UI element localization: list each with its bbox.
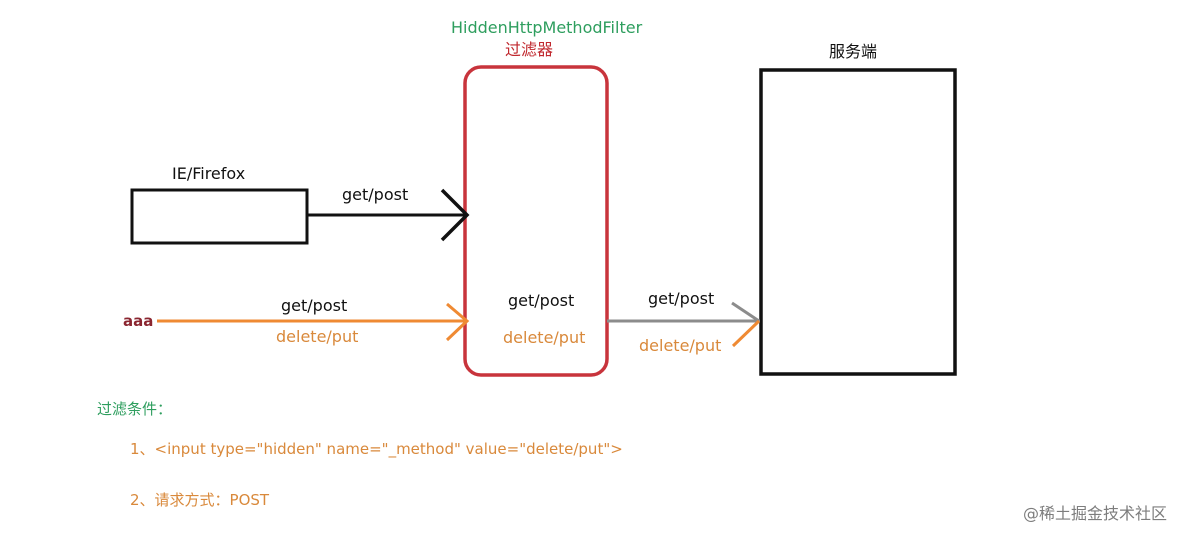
aaa-to-filter-arrow-head xyxy=(445,302,470,342)
filter-title-label: 过滤器 xyxy=(505,40,554,59)
out-get-post-label: get/post xyxy=(648,289,715,308)
server-title-label: 服务端 xyxy=(829,42,878,61)
filter-get-post-label: get/post xyxy=(508,291,575,310)
conditions-heading: 过滤条件： xyxy=(97,400,173,418)
aaa-get-post-label: get/post xyxy=(281,296,348,315)
filter-to-server-arrow-head-top xyxy=(731,301,760,323)
watermark: @稀土掘金技术社区 xyxy=(1023,504,1168,523)
filter-to-server-arrow-head-bottom xyxy=(731,319,761,348)
aaa-delete-put-label: delete/put xyxy=(276,327,359,346)
server-box xyxy=(759,68,957,376)
browser-to-filter-arrow-head xyxy=(440,188,470,242)
out-delete-put-label: delete/put xyxy=(639,336,722,355)
aaa-label: aaa xyxy=(123,312,154,330)
browser-box xyxy=(130,188,309,245)
filter-name-label: HiddenHttpMethodFilter xyxy=(451,18,643,37)
condition-item-1: 1、<input type="hidden" name="_method" va… xyxy=(130,440,623,458)
filter-box xyxy=(463,65,609,377)
condition-item-2: 2、请求方式：POST xyxy=(130,491,270,509)
browser-to-filter-label: get/post xyxy=(342,185,409,204)
browser-label: IE/Firefox xyxy=(172,164,246,183)
filter-delete-put-label: delete/put xyxy=(503,328,586,347)
